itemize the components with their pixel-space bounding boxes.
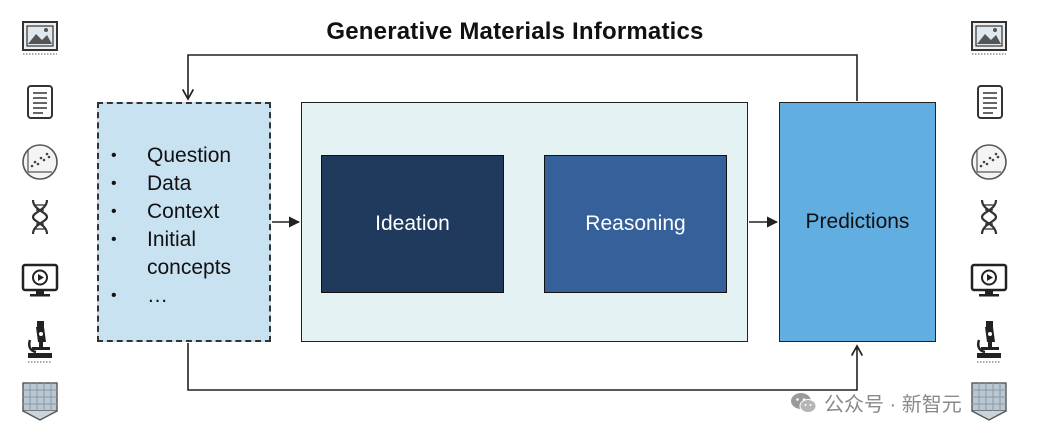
inputs-box: Question Data Context Initial concepts … <box>97 102 271 342</box>
input-item: Initial concepts <box>99 226 269 282</box>
ideation-box: Ideation <box>321 155 504 293</box>
document-icon <box>977 85 1003 119</box>
structure-image-icon <box>22 382 58 421</box>
feedback-arrow-top <box>181 54 858 101</box>
predictions-box: Predictions <box>779 102 936 342</box>
video-monitor-icon <box>970 263 1008 297</box>
wechat-icon <box>791 392 817 413</box>
input-item: … <box>99 282 269 310</box>
document-icon <box>27 85 53 119</box>
diagram-title: Generative Materials Informatics <box>326 18 704 45</box>
dna-icon <box>980 199 998 235</box>
feedforward-arrow-bottom <box>187 343 864 391</box>
scatter-plot-icon <box>971 144 1007 180</box>
input-item: Context <box>99 198 269 226</box>
dna-icon <box>31 199 49 235</box>
image-icon <box>22 21 58 55</box>
video-monitor-icon <box>21 263 59 297</box>
input-item: Data <box>99 170 269 198</box>
inputs-list: Question Data Context Initial concepts … <box>99 104 269 310</box>
watermark-text: 公众号 · 新智元 <box>824 394 962 416</box>
structure-image-icon <box>971 382 1007 421</box>
scatter-plot-icon <box>22 144 58 180</box>
input-item: Question <box>99 142 269 170</box>
watermark: 公众号 · 新智元 <box>790 388 962 417</box>
reasoning-box: Reasoning <box>544 155 727 293</box>
image-icon <box>971 21 1007 55</box>
microscope-icon <box>28 321 52 363</box>
microscope-icon <box>977 321 1001 363</box>
